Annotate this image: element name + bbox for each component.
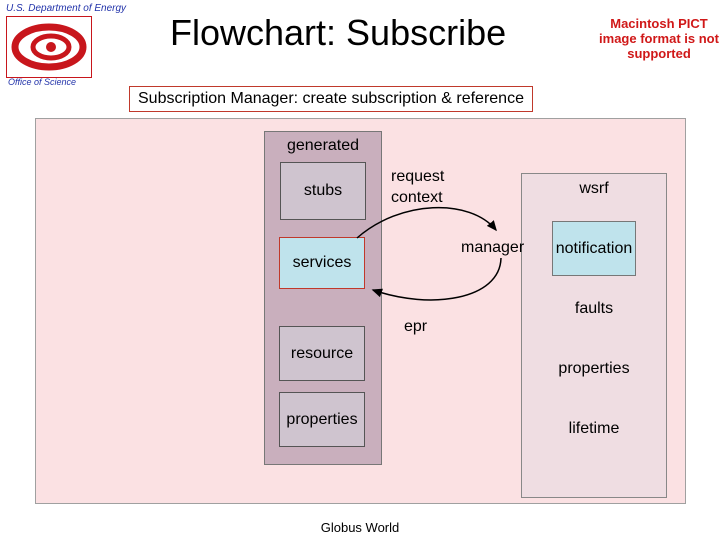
wsrf-properties-label: properties xyxy=(558,360,630,377)
doe-logo xyxy=(6,16,92,78)
wsrf-label: wsrf xyxy=(579,180,609,197)
lifetime-label: lifetime xyxy=(568,420,620,437)
notification-box: notification xyxy=(552,221,636,276)
request-context-label: request context xyxy=(391,168,445,206)
footer-text: Globus World xyxy=(320,520,400,535)
services-box: services xyxy=(279,237,365,289)
org-name: U.S. Department of Energy xyxy=(6,3,127,14)
faults-label: faults xyxy=(574,300,614,317)
office-name: Office of Science xyxy=(8,77,77,87)
properties-label: properties xyxy=(286,410,358,428)
page-title: Flowchart: Subscribe xyxy=(170,12,507,53)
resource-label: resource xyxy=(290,344,354,362)
properties-box: properties xyxy=(279,392,365,447)
doe-logo-graphic xyxy=(11,23,87,71)
notification-label: notification xyxy=(555,239,633,257)
services-label: services xyxy=(292,254,352,271)
image-unsupported-notice: Macintosh PICT image format is not suppo… xyxy=(599,16,719,61)
slide-subtitle: Subscription Manager: create subscriptio… xyxy=(129,86,533,112)
generated-label: generated xyxy=(286,137,360,154)
manager-label: manager xyxy=(461,239,525,256)
stubs-box: stubs xyxy=(280,162,366,220)
epr-label: epr xyxy=(404,318,428,335)
stubs-label: stubs xyxy=(303,182,343,199)
resource-box: resource xyxy=(279,326,365,381)
